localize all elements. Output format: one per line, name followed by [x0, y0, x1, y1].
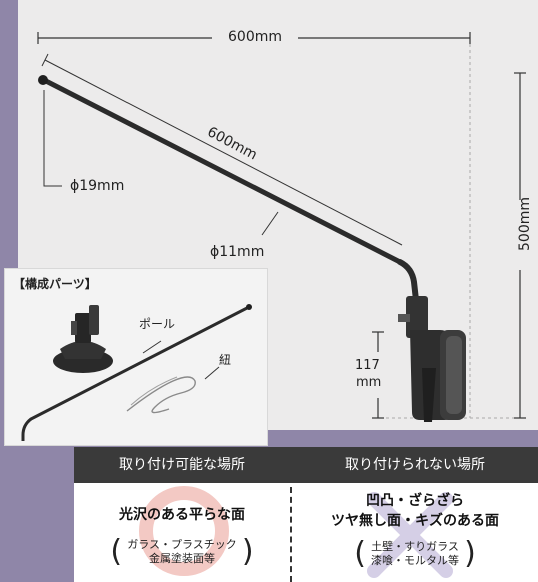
pole-diameter-label: ϕ11mm [210, 244, 265, 260]
impossible-surface-line2: ツヤ無し面・キズのある面 [331, 513, 499, 529]
parts-title: 【構成パーツ】 [13, 277, 97, 291]
string-part-label: 紐 [219, 353, 232, 367]
pole-part [21, 304, 252, 441]
left-paren: ( [110, 534, 123, 569]
end-diameter-leader [43, 90, 62, 187]
possible-column: 光沢のある平らな面 ( ガラス・プラスチック 金属塗装面等 ) [74, 483, 290, 582]
base-height-dimension-line [372, 331, 384, 419]
impossible-examples-line2: 漆喰・モルタル等 [371, 554, 459, 567]
impossible-examples-line1: 土壁・すりガラス [371, 540, 459, 553]
possible-header: 取り付け可能な場所 [119, 457, 245, 473]
base-height-value: 117 [355, 358, 380, 373]
impossible-surface-line1: 凹凸・ざらざら [366, 493, 464, 509]
pole-length-dimension-line [41, 53, 403, 246]
panel-divider [290, 487, 292, 582]
possible-examples-line1: ガラス・プラスチック [127, 538, 237, 551]
string-part [126, 376, 196, 414]
left-paren: ( [354, 536, 366, 571]
possible-examples: ( ガラス・プラスチック 金属塗装面等 ) [74, 535, 290, 569]
impossible-header: 取り付けられない場所 [345, 457, 485, 473]
right-paren: ) [241, 534, 254, 569]
placement-panel: 取り付け可能な場所 取り付けられない場所 光沢のある平らな面 ( ガラス・プラス… [74, 447, 538, 582]
pole-illustration [38, 75, 419, 303]
suction-cup-part [53, 305, 113, 373]
height-dimension-line [514, 72, 526, 419]
impossible-examples: ( 土壁・すりガラス 漆喰・モルタル等 ) [292, 537, 538, 571]
end-diameter-label: ϕ19mm [70, 178, 125, 194]
width-dimension-line [37, 32, 471, 44]
suction-base-illustration [398, 296, 466, 422]
parts-illustration [21, 304, 252, 441]
impossible-column: 凹凸・ざらざら ツヤ無し面・キズのある面 ( 土壁・すりガラス 漆喰・モルタル等… [292, 483, 538, 582]
base-height-unit: mm [356, 375, 382, 390]
pole-part-label: ポール [139, 317, 176, 331]
height-label: 500mm [517, 197, 533, 251]
possible-examples-line2: 金属塗装面等 [149, 552, 215, 565]
pole-diameter-leader [261, 211, 279, 236]
parts-inset: 【構成パーツ】 ポール 紐 [4, 268, 268, 446]
width-label: 600mm [228, 29, 282, 45]
right-paren: ) [464, 536, 476, 571]
possible-surface-text: 光沢のある平らな面 [119, 507, 245, 523]
placement-header: 取り付け可能な場所 取り付けられない場所 [74, 447, 538, 483]
